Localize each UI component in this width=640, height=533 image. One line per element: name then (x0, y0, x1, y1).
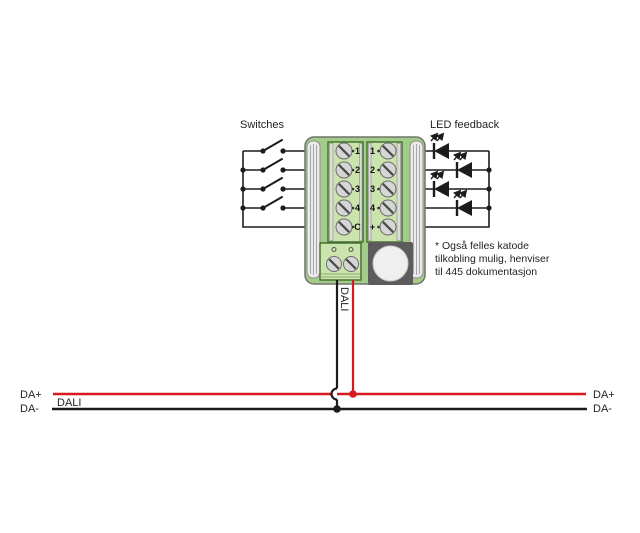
terminal-label-left-4: 4 (355, 203, 360, 213)
led-triangle (434, 143, 449, 159)
led-triangle (457, 200, 472, 216)
terminal-label-right-3: 3 (370, 184, 375, 194)
dali-bus-label: DALI (57, 397, 81, 409)
wire-entry-dot (351, 187, 355, 191)
da-minus-label-right: DA- (593, 403, 612, 415)
screw-slot (382, 145, 394, 157)
switch-lever (262, 158, 283, 171)
dali-terminal-block (319, 242, 362, 281)
led-feedback-heading: LED feedback (430, 119, 500, 131)
dali-module-device: 1 2 3 4 C (304, 136, 426, 285)
screw-slot (338, 202, 350, 214)
right-terminal-strip: 1 2 3 4 + (366, 141, 403, 243)
junction-dot-da-plus (349, 390, 357, 398)
screw-slot (338, 145, 350, 157)
junction-dot-da-minus (333, 405, 341, 413)
wire-hop (330, 387, 338, 401)
wire-entry-dot (351, 206, 355, 210)
wire-entry-dot (351, 149, 355, 153)
led-triangle (457, 162, 472, 178)
button-face (372, 245, 409, 282)
wire-entry-hole (331, 247, 337, 252)
led-common-wire (402, 151, 490, 228)
dali-wire-label: DALI (338, 287, 350, 311)
footnote: * Også felles katode tilkobling mulig, h… (435, 240, 550, 278)
screw-slot (338, 221, 350, 233)
switch-lever (262, 196, 283, 209)
led-emission-arrow (452, 151, 462, 161)
terminal-label-right-plus: + (370, 222, 375, 232)
wire-entry-hole (348, 247, 354, 252)
wire-entry-dot (377, 225, 380, 229)
push-button (368, 242, 413, 285)
terminal-label-left-c: C (354, 222, 361, 232)
led-emission-arrow (452, 189, 462, 199)
wire-entry-dot (377, 206, 380, 210)
screw-slot (382, 221, 394, 233)
footnote-line-1: * Også felles katode (435, 240, 529, 252)
terminal-label-right-1: 1 (370, 146, 375, 156)
wire-entry-dot (351, 225, 355, 229)
screw-slot (382, 164, 394, 176)
terminal-label-left-2: 2 (355, 165, 360, 175)
strip-rail (359, 143, 363, 241)
da-plus-label-right: DA+ (593, 389, 615, 401)
wire-entry-dot (351, 168, 355, 172)
strip-rail (396, 143, 401, 241)
wire-entry-dot (377, 149, 380, 153)
switch-lever (262, 177, 283, 190)
led-triangle (434, 181, 449, 197)
screw-slot (338, 183, 350, 195)
switch-common-wire (242, 151, 330, 228)
footnote-line-3: til 445 dokumentasjon (435, 266, 537, 278)
led-3 (402, 170, 489, 197)
footnote-line-2: tilkobling mulig, henviser (435, 253, 550, 265)
screw-slot (338, 164, 350, 176)
wire-entry-dot (377, 187, 380, 191)
da-minus-label-left: DA- (20, 403, 39, 415)
right-strip-screws (379, 142, 397, 236)
right-mounting-clip (409, 140, 424, 279)
screw-slot (328, 258, 340, 270)
wire-entry-dot (377, 168, 380, 172)
terminal-label-right-4: 4 (370, 203, 375, 213)
da-plus-label-left: DA+ (20, 389, 42, 401)
left-terminal-strip: 1 2 3 4 C (327, 141, 364, 243)
terminal-label-right-2: 2 (370, 165, 375, 175)
led-emission-arrow (429, 132, 439, 142)
terminal-label-left-1: 1 (355, 146, 360, 156)
left-strip-screws (335, 142, 353, 236)
left-mounting-clip (306, 140, 321, 279)
terminal-label-left-3: 3 (355, 184, 360, 194)
strip-rail (368, 143, 372, 241)
led-emission-arrow (458, 151, 468, 161)
switch-lever (262, 139, 283, 152)
screw-slot (382, 183, 394, 195)
screw-slot (345, 258, 357, 270)
dali-bus: DALI DA+ DA- DALI DA+ DA- (20, 280, 615, 415)
switches-heading: Switches (240, 119, 285, 131)
led-emission-arrow (435, 132, 445, 142)
led-emission-arrow (429, 170, 439, 180)
strip-rail (329, 143, 334, 241)
screw-slot (382, 202, 394, 214)
led-emission-arrow (435, 170, 445, 180)
led-emission-arrow (458, 189, 468, 199)
